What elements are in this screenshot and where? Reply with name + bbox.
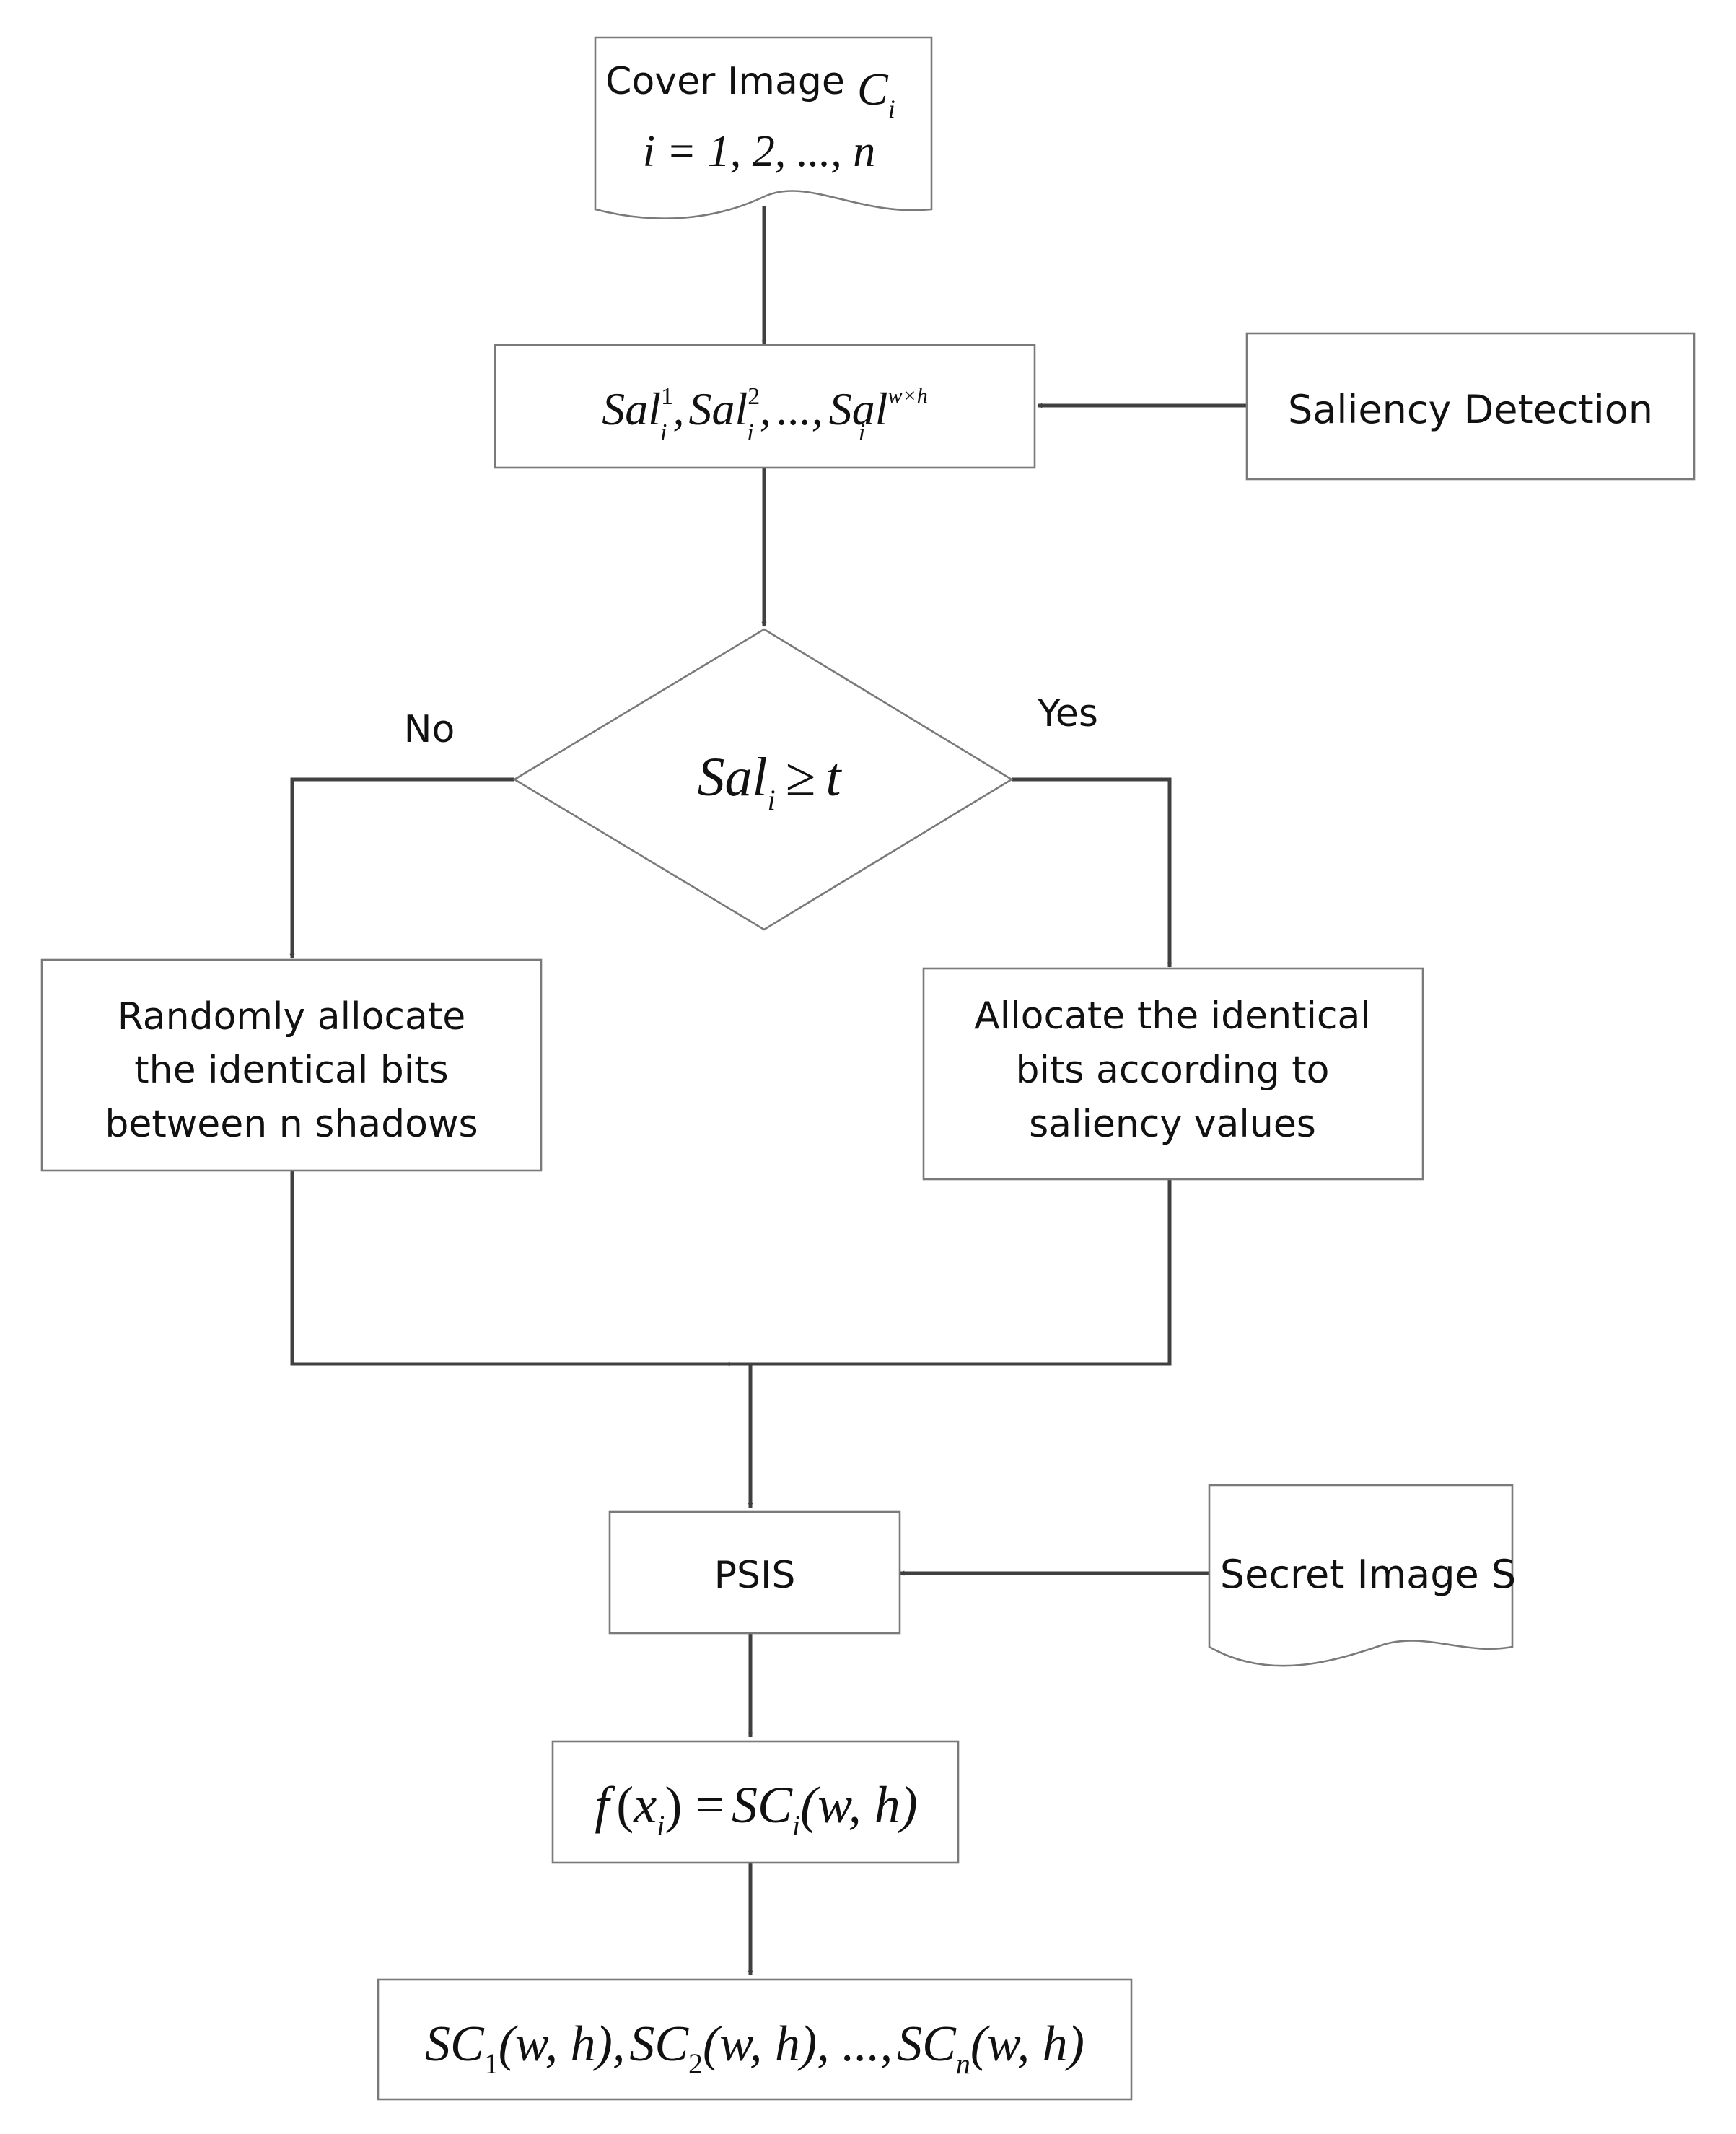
psis-box xyxy=(608,1510,901,1635)
secret-image-label: Secret Image S xyxy=(1220,1552,1516,1597)
cover-image-node: Cover Image Ci i = 1, 2, ..., n xyxy=(594,36,933,219)
psis-node: PSIS xyxy=(608,1510,901,1635)
decision-diamond xyxy=(512,628,1014,931)
saliency-detection-label: Saliency Detection xyxy=(1288,387,1653,432)
shadow-images-box xyxy=(377,1978,1133,2101)
saliency-allocation-line-2: bits according to xyxy=(1016,1049,1330,1092)
saliency-allocation-node: Allocate the identical bits according to… xyxy=(922,967,1424,1181)
random-allocation-box xyxy=(40,958,543,1172)
random-allocation-line-3: between n shadows xyxy=(105,1103,478,1146)
saliency-detection-node: Saliency Detection xyxy=(1245,332,1696,481)
cover-image-index-range: i = 1, 2, ..., n xyxy=(643,127,876,176)
saliency-allocation-line-3: saliency values xyxy=(1029,1103,1316,1146)
share-function-box xyxy=(551,1740,960,1864)
cover-image-label: Cover Image xyxy=(605,60,845,103)
secret-image-document-shape xyxy=(1208,1484,1514,1667)
share-function-formula: f(xi) =SCi(w, h) xyxy=(595,1776,917,1842)
yes-edge-label: Yes xyxy=(1037,692,1098,735)
line-no-branch-to-merge xyxy=(290,1171,750,1366)
random-allocation-line-2: the identical bits xyxy=(134,1049,448,1092)
cover-image-variable: Ci xyxy=(857,64,895,123)
share-function-node: f(xi) =SCi(w, h) xyxy=(551,1740,960,1864)
random-allocation-line-1: Randomly allocate xyxy=(118,995,465,1038)
arrow-decision-yes-branch xyxy=(1012,777,1172,968)
shadow-images-formula: SC1(w, h),SC2(w, h), ...,SCn(w, h) xyxy=(425,2016,1084,2080)
decision-node: Sali≥t xyxy=(512,628,1014,931)
saliency-detection-box xyxy=(1245,332,1696,481)
decision-condition: Sali≥t xyxy=(697,747,842,816)
secret-image-node: Secret Image S xyxy=(1208,1484,1516,1667)
arrow-yes-branch-to-merge xyxy=(724,1179,1172,1367)
saliency-values-box xyxy=(494,344,1036,469)
no-edge-label: No xyxy=(404,708,455,751)
random-allocation-node: Randomly allocate the identical bits bet… xyxy=(40,958,543,1172)
saliency-allocation-box xyxy=(922,967,1424,1181)
shadow-images-node: SC1(w, h),SC2(w, h), ...,SCn(w, h) xyxy=(377,1978,1133,2101)
saliency-allocation-line-1: Allocate the identical xyxy=(974,994,1371,1038)
arrow-decision-no-branch xyxy=(289,777,514,959)
psis-label: PSIS xyxy=(714,1554,796,1597)
cover-image-document-shape xyxy=(594,36,933,219)
